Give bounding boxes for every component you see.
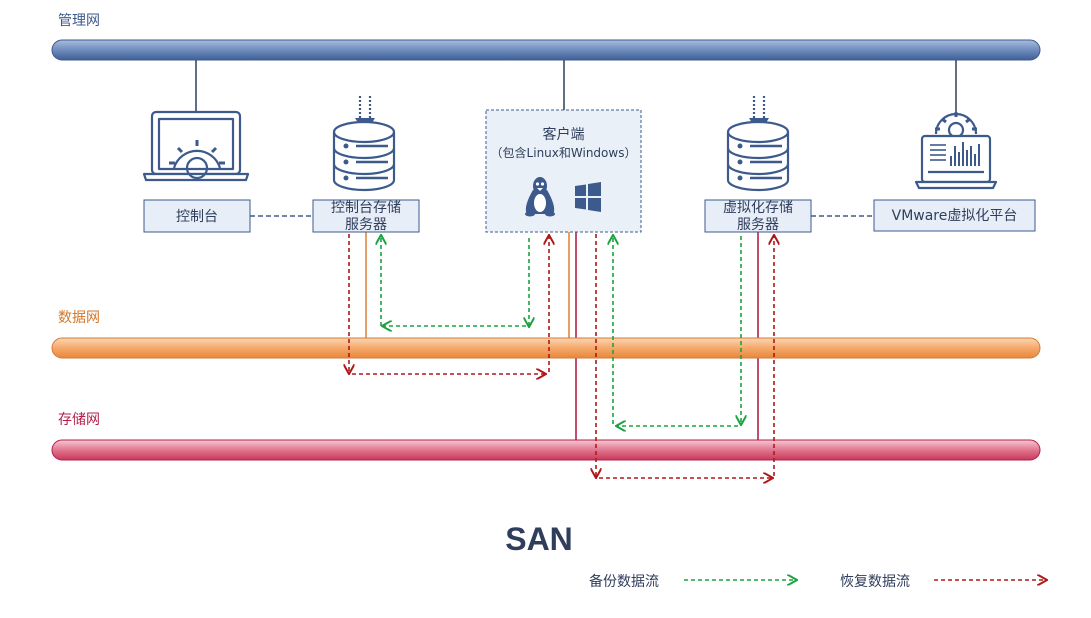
linux-tux-icon (525, 177, 555, 217)
backup-flow-console (381, 236, 529, 326)
management-network-bar (51, 39, 1041, 61)
client-box (485, 109, 642, 233)
restore-flow-virtualization (596, 234, 774, 478)
data-network-links (365, 232, 570, 340)
console-box (143, 199, 251, 233)
database-server-icon (332, 96, 396, 192)
database-server-icon (726, 96, 790, 192)
client-subtitle: （包含Linux和Windows） (491, 145, 637, 160)
storage-network-bar (51, 439, 1041, 461)
windows-logo-icon (575, 182, 601, 212)
san-label: SAN (505, 521, 573, 557)
backup-flow-virtualization (613, 236, 741, 426)
monitor-gear-icon (914, 112, 998, 190)
legend-restore-label: 恢复数据流 (840, 573, 910, 590)
legend: 备份数据流 恢复数据流 (589, 573, 1046, 590)
storage-network-links (575, 232, 759, 442)
legend-backup-label: 备份数据流 (589, 573, 659, 590)
console-storage-label-line2: 服务器 (345, 217, 387, 233)
management-network-label: 管理网 (58, 13, 100, 29)
vmware-label: VMware虚拟化平台 (892, 208, 1018, 224)
data-network-bar (51, 337, 1041, 359)
virt-storage-box (704, 199, 812, 233)
console-label: 控制台 (176, 209, 218, 225)
laptop-gear-icon (142, 110, 250, 182)
vmware-box (873, 199, 1036, 232)
virt-storage-label-line2: 服务器 (737, 217, 779, 233)
virt-storage-label-line1: 虚拟化存储 (723, 200, 793, 216)
console-storage-box (312, 199, 420, 233)
storage-network-label: 存储网 (58, 412, 100, 428)
data-network-label: 数据网 (58, 310, 100, 326)
console-storage-label-line1: 控制台存储 (331, 200, 401, 216)
restore-flow-console (349, 234, 549, 374)
client-title: 客户端 (543, 126, 585, 143)
